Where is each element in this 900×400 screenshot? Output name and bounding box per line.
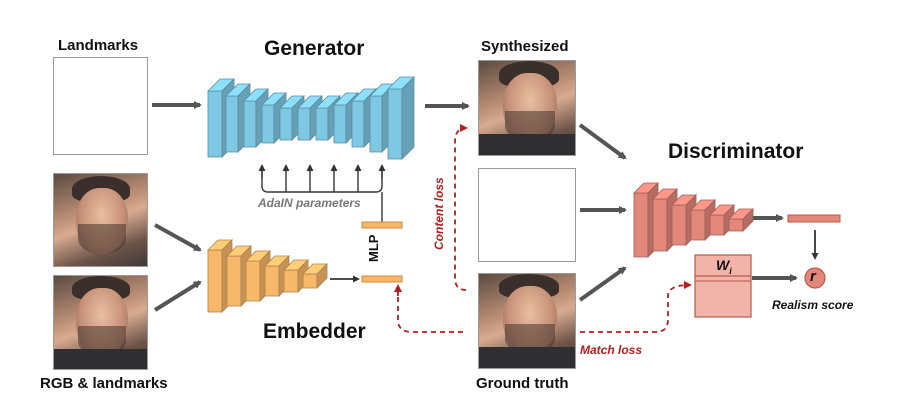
generator-title: Generator — [264, 37, 365, 60]
match-loss-path — [394, 281, 692, 333]
realism-circle — [804, 267, 826, 289]
mlp-bar-top — [361, 221, 403, 229]
arrow-gt-to-disc — [578, 266, 627, 302]
disc-output-vector — [787, 214, 841, 223]
score-symbol: r — [810, 268, 816, 285]
ground-truth-label: Ground truth — [476, 375, 569, 392]
embedder-layer-6 — [302, 263, 328, 289]
landmarks-panel-middle — [478, 168, 576, 262]
flow-arrows — [152, 101, 798, 312]
adain-connector — [261, 170, 383, 222]
ground-truth-photo — [478, 273, 576, 369]
content-loss-path — [454, 124, 468, 291]
generator-network — [207, 76, 415, 160]
rgb-landmarks-label: RGB & landmarks — [40, 375, 168, 392]
weight-symbol: W — [716, 257, 730, 273]
weight-label: Wi — [716, 257, 732, 276]
arrow-synth-to-disc — [578, 123, 627, 160]
weight-subscript: i — [729, 265, 732, 276]
match-loss-label: Match loss — [580, 343, 643, 357]
rgb-landmarks-photo-1 — [53, 173, 148, 267]
rgb-landmarks-photo-2 — [53, 275, 148, 370]
discriminator-title: Discriminator — [668, 140, 804, 163]
discriminator-network — [633, 182, 754, 258]
discriminator-layer-6 — [728, 208, 754, 232]
adain-arrows — [258, 164, 386, 192]
synthesized-label: Synthesized — [481, 38, 569, 55]
landmarks-label: Landmarks — [58, 37, 139, 54]
weight-block — [694, 254, 752, 318]
content-loss-label: Content loss — [432, 177, 446, 250]
adain-label: AdaIN parameters — [258, 196, 361, 210]
embedder-network — [207, 239, 328, 313]
generator-layer-11 — [387, 76, 415, 160]
synthesized-photo — [478, 60, 576, 156]
embedder-title: Embedder — [263, 320, 366, 343]
arrow-rgb2-to-embedder — [153, 280, 202, 312]
realism-score-label: Realism score — [772, 298, 854, 312]
mlp-bar-bottom — [361, 275, 403, 283]
landmarks-panel — [53, 57, 148, 155]
arrow-rgb1-to-embedder — [154, 223, 202, 252]
generator-layer-4 — [261, 92, 287, 144]
mlp-bars — [361, 221, 403, 283]
mlp-label: MLP — [366, 234, 381, 262]
